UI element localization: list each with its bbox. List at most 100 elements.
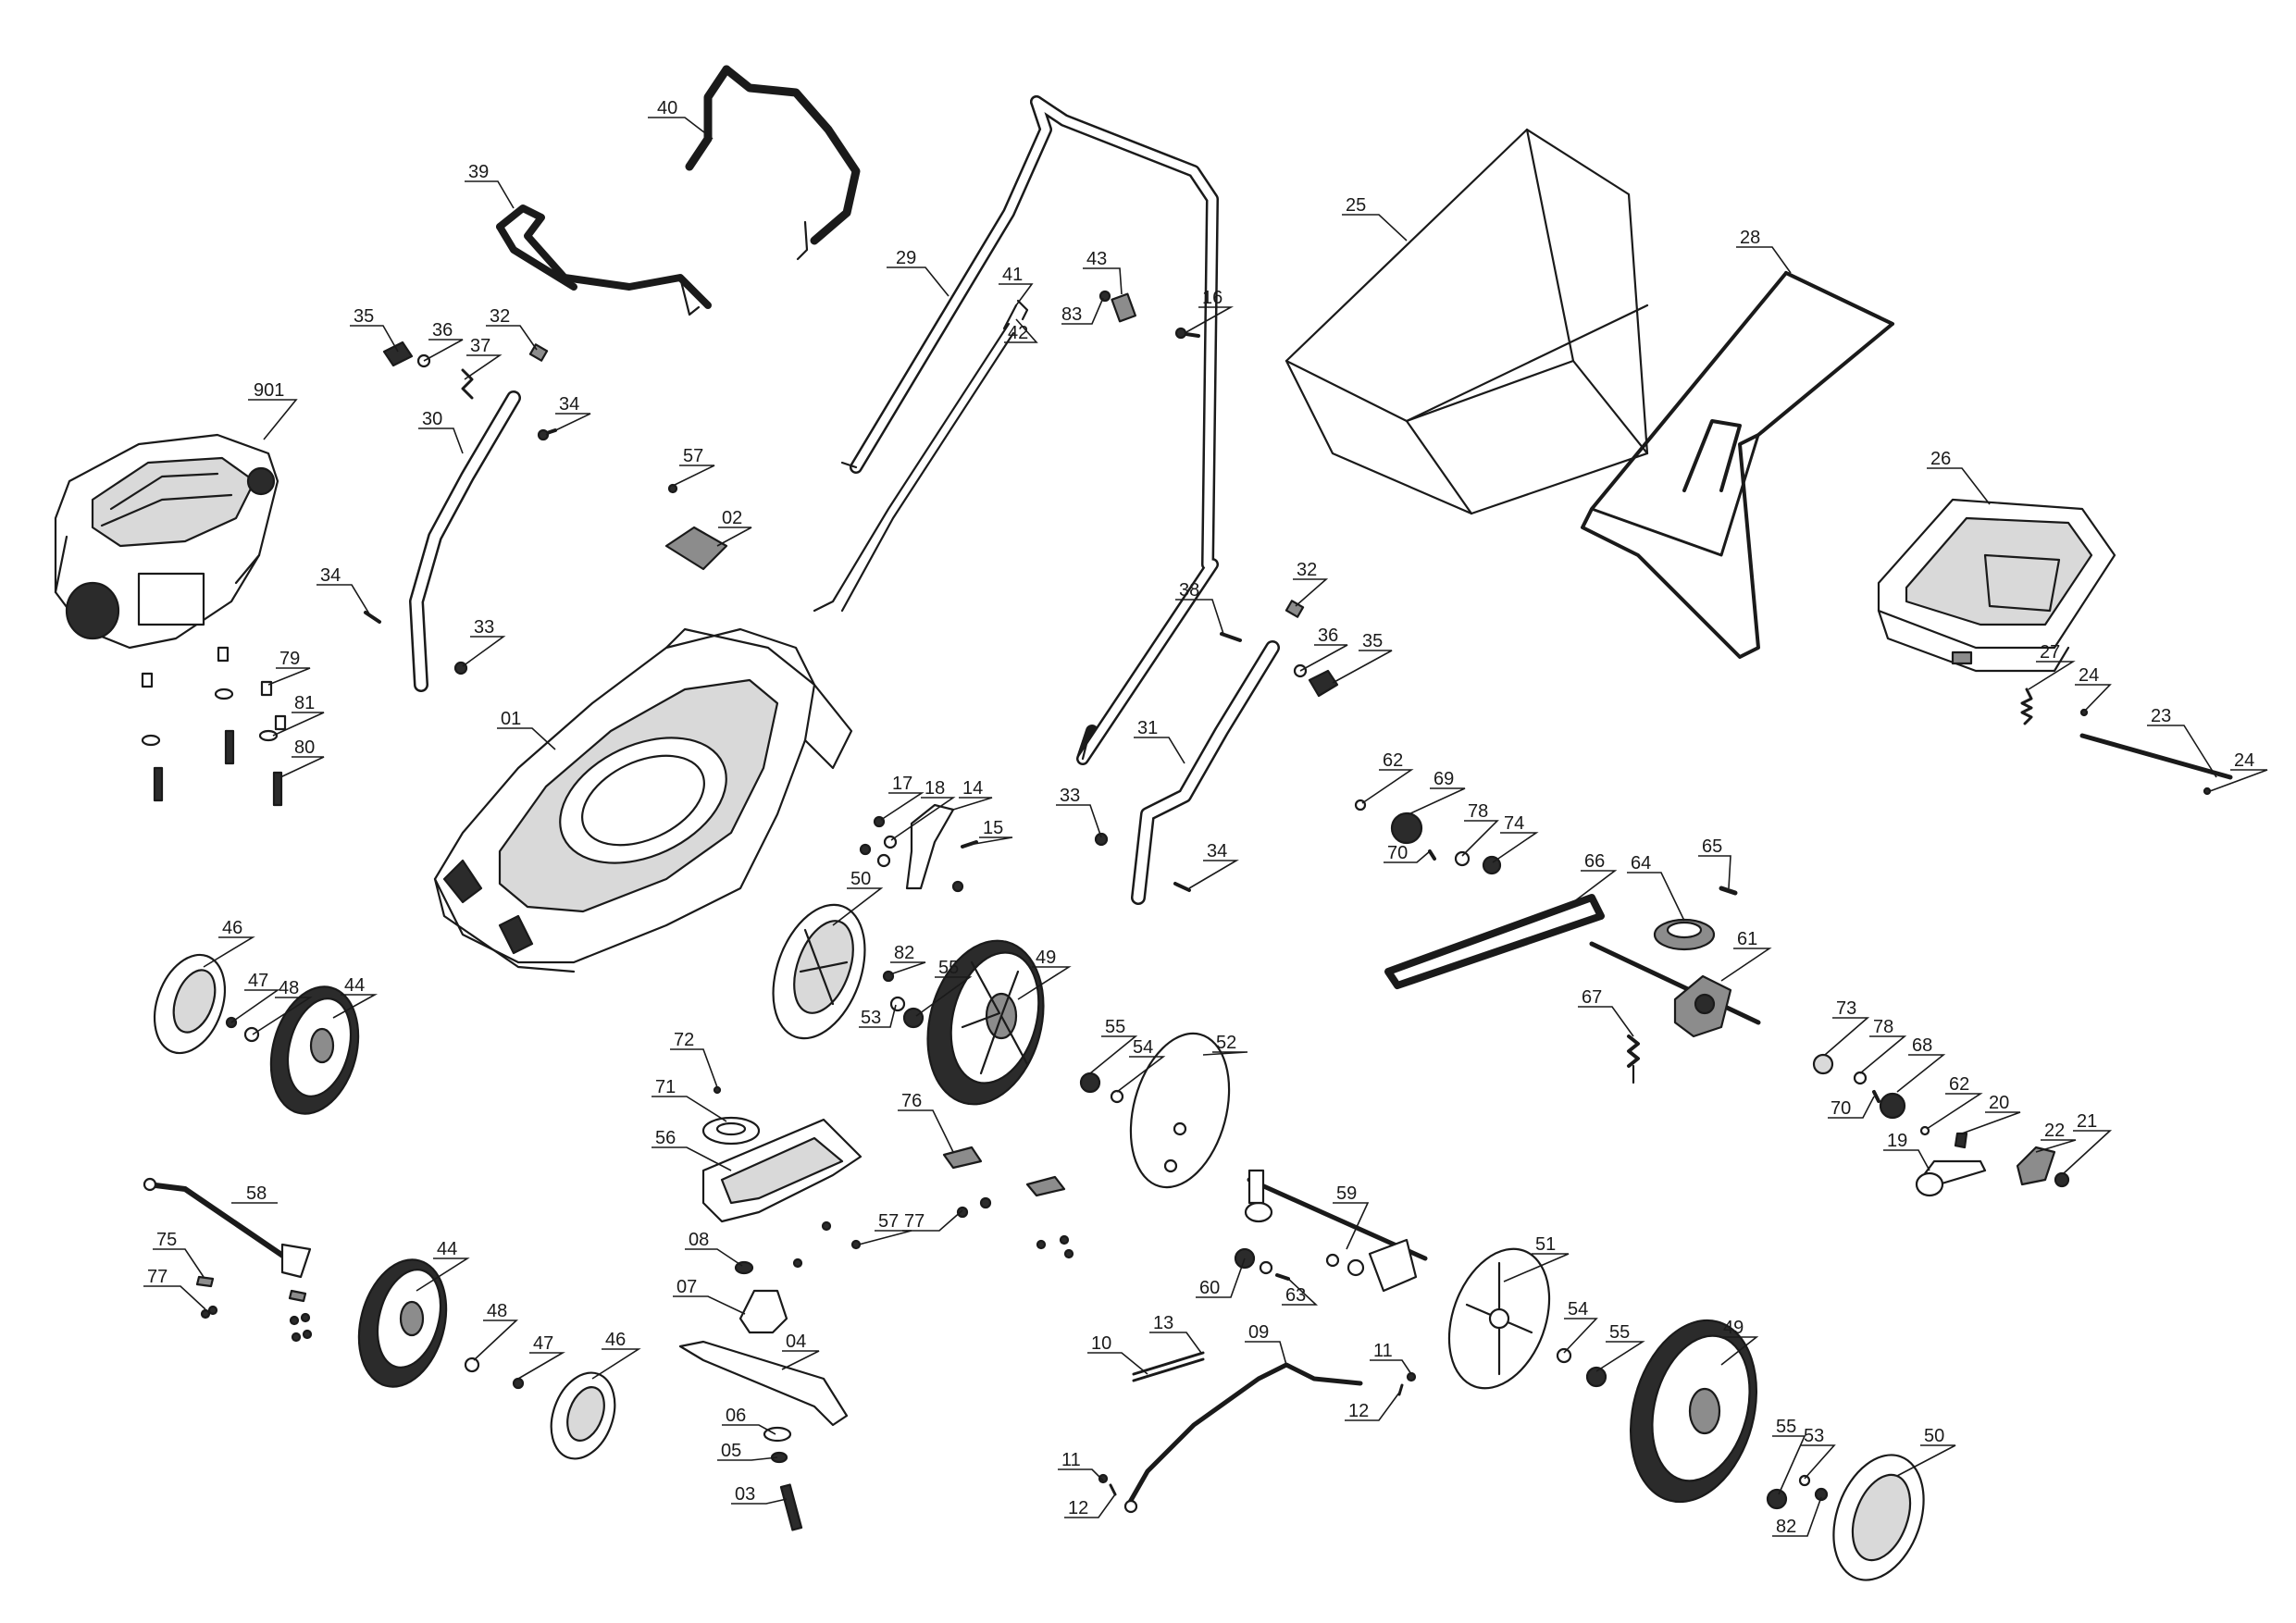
callout-label: 01 [501,709,521,729]
callout-label: 82 [894,943,914,963]
callout-label: 82 [1776,1517,1796,1537]
axle-bracket-part [859,803,978,893]
wheel-fasteners [882,970,925,1029]
small-brackets [792,1146,1074,1269]
callout-label: 78 [1873,1017,1893,1037]
callout-label: 07 [676,1277,697,1297]
callout-label: 52 [1216,1033,1236,1053]
callout-label: 55 [1609,1322,1630,1343]
callout-label: 28 [1740,228,1760,248]
front-axle-part [1234,1169,1428,1293]
callout-label: 67 [1582,987,1602,1008]
callout-label: 44 [437,1239,457,1259]
callout-label: 49 [1723,1318,1744,1338]
callout-label: 09 [1248,1322,1269,1343]
gearbox-part [1589,941,1761,1038]
lower-handle-left-part [409,390,521,692]
callout-label: 25 [1346,195,1366,216]
hub-cap-lower-part [1766,1454,1925,1581]
callout-label: 35 [1362,631,1383,651]
callout-label: 05 [721,1441,741,1461]
callout-label: 04 [786,1332,806,1352]
callout-label: 55 [938,958,959,978]
callout-label: 75 [156,1230,177,1250]
callout-label: 23 [2151,706,2171,726]
adjust-rod-part [1098,1351,1417,1514]
callout-label: 29 [896,248,916,268]
callout-label: 71 [655,1077,676,1097]
callout-label: 77 [147,1267,168,1287]
callout-label: 79 [279,649,300,669]
callout-label: 68 [1912,1035,1932,1056]
grass-bag-part [1285,128,1649,515]
rear-wheel-lower-part [1629,1319,1758,1504]
callout-label: 50 [1924,1426,1944,1446]
callout-label: 74 [1504,813,1524,834]
callout-label: 36 [1318,626,1338,646]
callout-label: 11 [1061,1450,1081,1470]
callout-label: 36 [432,320,453,341]
callout-label: 901 [254,380,284,401]
callout-label: 50 [850,869,871,889]
callout-label: 40 [657,98,677,118]
callout-label: 21 [2077,1111,2097,1132]
callout-label: 32 [1297,560,1317,580]
callout-label: 24 [2234,750,2254,771]
callout-label: 20 [1989,1093,2009,1113]
callout-label: 11 [1373,1341,1393,1361]
callout-label: 54 [1568,1299,1588,1319]
right-gear-parts [1812,1053,2070,1197]
callout-label: 69 [1433,769,1454,789]
callout-label: 34 [320,565,341,586]
front-wheel-left-lower [357,1258,616,1460]
callout-label: 19 [1887,1131,1907,1151]
callout-label: 44 [344,975,365,996]
callout-label: 55 [1776,1417,1796,1437]
callout-label: 18 [925,778,945,799]
height-adjust-part [143,1177,313,1343]
callout-label: 62 [1949,1074,1969,1095]
mower-deck-part [433,627,853,973]
callout-label: 33 [474,617,494,638]
rear-flap-part [1877,498,2116,673]
bag-frame-part [1581,271,1894,659]
drive-belt-part [1384,894,1605,989]
cable-clip-part [1098,290,1200,340]
callout-label: 66 [1584,851,1605,872]
callout-label: 26 [1930,449,1951,469]
callout-label: 57 [878,1211,899,1232]
callout-label: 56 [655,1128,676,1148]
flap-spring-rod [2020,688,2233,796]
callout-label: 30 [422,409,442,429]
callout-label: 08 [689,1230,709,1250]
callout-label: 64 [1631,853,1651,873]
callout-label: 80 [294,737,315,758]
callout-label: 34 [559,394,579,415]
callout-label: 77 [904,1211,925,1232]
callout-label: 47 [248,971,268,991]
drive-lever-part [496,204,712,316]
callout-label: 41 [1002,265,1023,285]
callout-label: 22 [2044,1121,2065,1141]
callout-label: 48 [279,978,299,998]
callout-label: 72 [674,1030,694,1050]
callout-label: 78 [1468,801,1488,822]
callout-label: 46 [222,918,242,938]
callout-label: 81 [294,693,315,713]
callout-label: 37 [470,336,490,356]
engine-part [54,433,279,650]
callout-label: 59 [1336,1183,1357,1204]
callout-label: 49 [1036,948,1056,968]
callout-label: 02 [722,508,742,528]
callout-label: 15 [983,818,1003,838]
callout-label: 54 [1133,1037,1153,1058]
front-wheel-left-upper [154,953,360,1115]
callout-label: 38 [1179,580,1199,601]
callout-label: 42 [1008,323,1028,343]
callout-label: 83 [1061,304,1082,325]
handle-hardware [364,341,1339,892]
callout-label: 55 [1105,1017,1125,1037]
leader-lines [143,117,2268,1537]
callout-label: 46 [605,1330,626,1350]
